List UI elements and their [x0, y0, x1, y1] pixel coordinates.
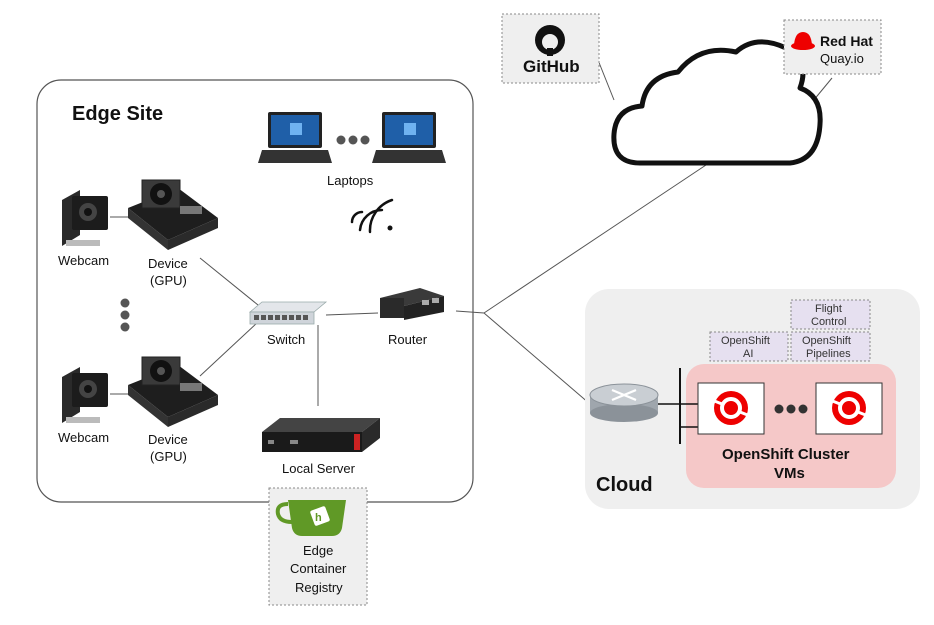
switch-label: Switch: [267, 332, 305, 347]
webcam-label: Webcam: [58, 430, 109, 445]
github-label: GitHub: [523, 57, 580, 76]
openshift-pipelines-tag: [790, 331, 871, 362]
cloud-title: Cloud: [596, 474, 653, 496]
flight-control-tag: [790, 299, 871, 330]
internet-cloud-icon: [611, 39, 823, 166]
cloud-router-icon: [589, 383, 659, 422]
redhat-hat-icon: [791, 32, 815, 50]
openshift-ai-line1: OpenShift: [721, 335, 770, 347]
openshift-vm-icon: [697, 382, 765, 435]
flight-control-line1: Flight: [815, 303, 842, 315]
gpu-device-icon: [128, 179, 218, 250]
gpu-device-icon: [128, 356, 218, 427]
router-label: Router: [388, 332, 428, 347]
webcam-icon: [62, 367, 108, 423]
device-label-line2: (GPU): [150, 273, 187, 288]
more-devices-dots: [120, 298, 130, 332]
more-vms-dots: [774, 404, 808, 414]
edge-site-title: Edge Site: [72, 103, 163, 125]
svg-text:h: h: [315, 512, 322, 524]
webcam-icon: [62, 190, 108, 246]
device-label-line2: (GPU): [150, 449, 187, 464]
openshift-ai-tag: [709, 331, 789, 362]
openshift-vm-icon: [815, 382, 883, 435]
webcam-label: Webcam: [58, 253, 109, 268]
laptops-label: Laptops: [327, 173, 374, 188]
device-label-line1: Device: [148, 432, 188, 447]
local-server-label: Local Server: [282, 461, 356, 476]
flight-control-line2: Control: [811, 316, 846, 328]
registry-label-line2: Container: [290, 561, 347, 576]
quay-label-bottom: Quay.io: [820, 51, 864, 66]
more-laptops-dots: [336, 135, 370, 145]
gitea-icon: h: [275, 500, 346, 536]
router-icon: [380, 288, 444, 320]
registry-label-line3: Registry: [295, 580, 343, 595]
openshift-ai-line2: AI: [743, 348, 753, 360]
cluster-label-line1: OpenShift Cluster: [722, 446, 850, 463]
laptop-icon: [372, 112, 446, 163]
network-switch-icon: [248, 301, 328, 325]
openshift-pipelines-line2: Pipelines: [806, 348, 851, 360]
cluster-label-line2: VMs: [774, 465, 805, 482]
registry-label-line1: Edge: [303, 543, 333, 558]
server-icon: [262, 418, 380, 452]
wifi-icon: [350, 198, 394, 234]
device-label-line1: Device: [148, 256, 188, 271]
openshift-pipelines-line1: OpenShift: [802, 335, 851, 347]
github-icon: [535, 25, 565, 56]
laptop-icon: [258, 112, 332, 163]
quay-label-top: Red Hat: [820, 33, 873, 49]
